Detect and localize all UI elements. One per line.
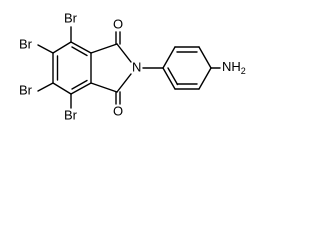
atom-br-bottom: Br bbox=[64, 107, 78, 122]
bond-c3-br-lower bbox=[37, 82, 54, 92]
bond-carbonyl-bottom-n bbox=[116, 73, 132, 93]
bond-c3-c4 bbox=[52, 82, 72, 95]
phenyl-ring-bonds bbox=[162, 46, 212, 90]
bond-p3-p4 bbox=[198, 46, 212, 69]
bond-p1-p6-inner bbox=[167, 67, 179, 86]
atom-br-upper-left: Br bbox=[19, 36, 33, 51]
atom-br-top: Br bbox=[64, 10, 78, 25]
amine-subscript: 2 bbox=[241, 66, 246, 76]
bond-c6-c1 bbox=[70, 41, 92, 54]
bond-c1-c2 bbox=[52, 41, 72, 54]
bond-c2-br-upper bbox=[37, 44, 54, 54]
bond-p6-p1 bbox=[162, 67, 176, 90]
atom-o-bottom: O bbox=[113, 103, 123, 118]
bond-c4-c5 bbox=[70, 82, 92, 95]
bond-p1-p2 bbox=[162, 46, 176, 69]
bond-carbonyl-top-n bbox=[116, 43, 132, 63]
bond-c6-carbonyl-top bbox=[90, 43, 118, 54]
bromine-bonds bbox=[37, 26, 72, 109]
imide-ring-bonds bbox=[90, 31, 132, 105]
molecule-diagram: Br Br Br Br O O N NH2 bbox=[19, 10, 246, 122]
bond-p4-p5 bbox=[198, 67, 212, 90]
atom-br-lower-left: Br bbox=[19, 82, 33, 97]
bond-c5-carbonyl-bottom bbox=[90, 82, 118, 93]
bond-c4-c5-inner bbox=[71, 79, 88, 90]
atom-o-top: O bbox=[113, 16, 123, 31]
benzene-ring-bonds bbox=[52, 41, 92, 95]
amine-nh-label: NH bbox=[222, 59, 241, 74]
bond-c6-c1-inner bbox=[71, 46, 88, 57]
atom-n-imide: N bbox=[132, 59, 141, 74]
atom-nh2: NH2 bbox=[222, 59, 246, 76]
